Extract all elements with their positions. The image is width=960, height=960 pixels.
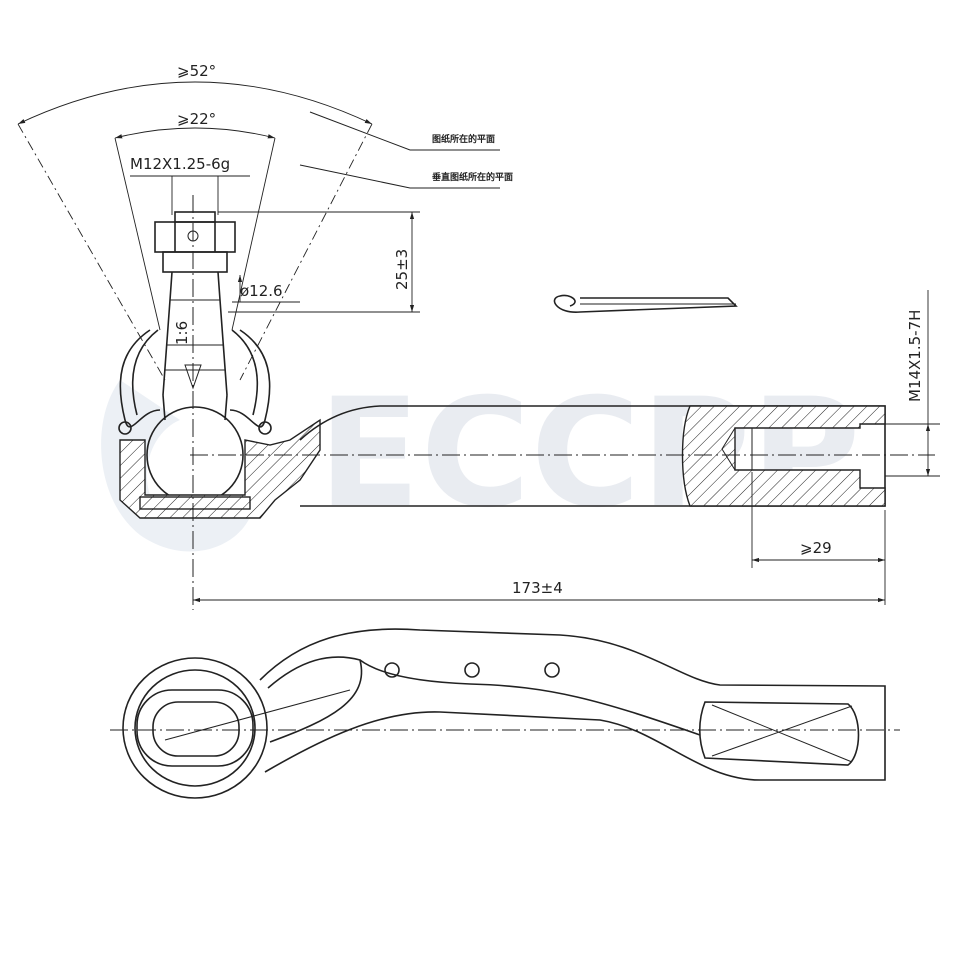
watermark-text: ECCPP	[318, 367, 861, 541]
stud-diameter-dimension: ø12.6	[232, 275, 300, 303]
thread-depth-label: ⩾29	[800, 539, 832, 557]
note-drawing-plane: 图纸所在的平面	[432, 133, 495, 145]
stud-height-label: 25±3	[393, 249, 411, 290]
tie-rod-body-side	[190, 405, 935, 507]
inner-thread-dimension: M14X1.5-7H	[885, 290, 940, 477]
cotter-pin	[553, 294, 738, 313]
note-perpendicular-plane: 垂直图纸所在的平面	[432, 171, 513, 183]
thread-depth-dimension: ⩾29	[751, 472, 886, 605]
watermark: ECCPP	[101, 367, 861, 552]
overall-length-dimension: 173±4	[193, 579, 885, 603]
overall-length-label: 173±4	[512, 579, 563, 597]
ball-stud: 1:6	[118, 195, 321, 610]
taper-label: 1:6	[173, 321, 191, 345]
tie-rod-body-top	[110, 628, 900, 799]
stud-diameter-label: ø12.6	[240, 282, 283, 300]
inner-thread-label: M14X1.5-7H	[906, 310, 924, 402]
stud-height-dimension: 25±3	[218, 211, 420, 313]
castle-nut	[154, 221, 236, 253]
angle-dimensions: ⩾52° ⩾22° 图纸所在的平面 垂直图纸所在的平面	[17, 62, 513, 381]
stud-thread-dimension: M12X1.25-6g	[130, 155, 250, 215]
stud-thread-label: M12X1.25-6g	[130, 155, 230, 173]
housing-section	[119, 418, 321, 519]
angle-inner-label: ⩾22°	[177, 110, 216, 128]
angle-outer-label: ⩾52°	[177, 62, 216, 80]
